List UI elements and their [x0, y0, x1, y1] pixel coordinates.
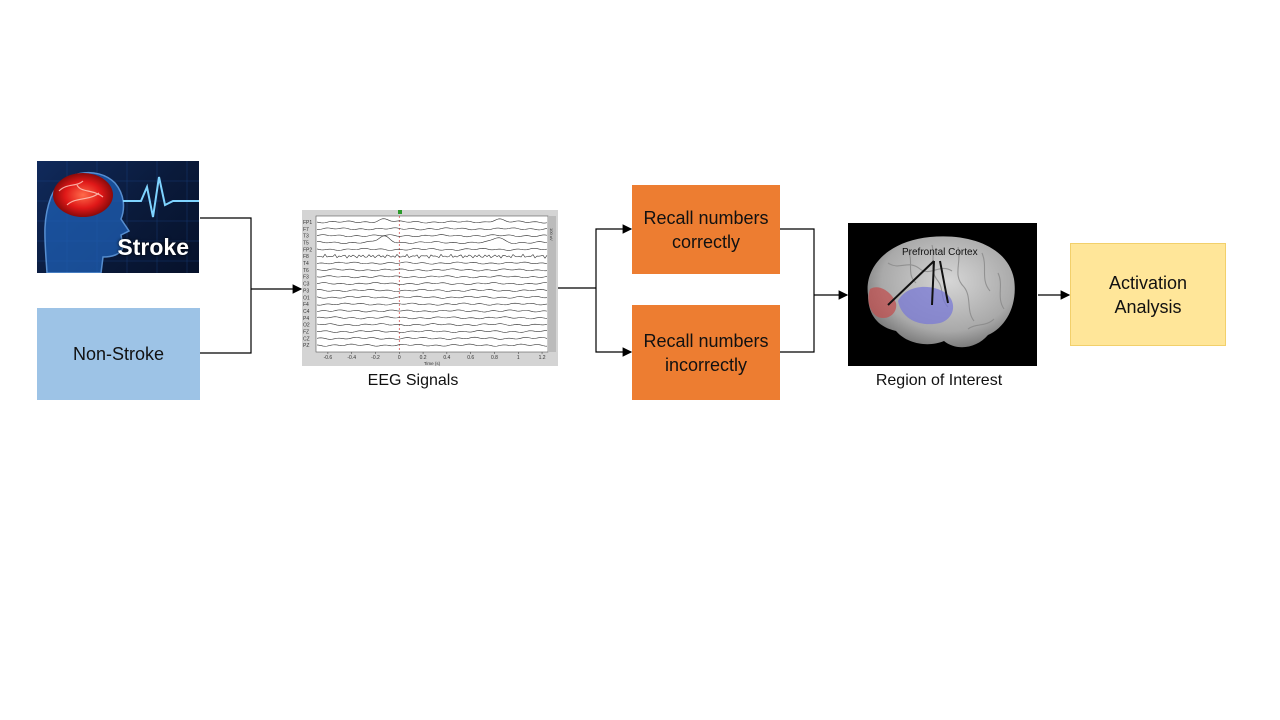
eeg-trace: [316, 253, 548, 259]
eeg-trace: [316, 235, 548, 244]
eeg-trace: [316, 247, 548, 251]
heartbeat-icon: [123, 176, 199, 218]
eeg-time-tick-label: 1: [517, 355, 520, 361]
prefrontal-cortex-label: Prefrontal Cortex: [902, 247, 978, 258]
eeg-channel-label: F3: [303, 275, 309, 281]
eeg-trace: [316, 302, 548, 306]
eeg-trace: [316, 282, 548, 285]
eeg-channel-label: P4: [303, 316, 309, 322]
dorsolateral-region: [898, 286, 954, 325]
eeg-trace: [316, 336, 548, 340]
eeg-channel-label: F7: [303, 227, 309, 233]
eeg-channel-label: FP2: [303, 247, 312, 253]
brain-icon: [53, 173, 113, 217]
eeg-trace: [316, 234, 548, 238]
eeg-channel-label: PZ: [303, 343, 309, 349]
stroke-image: Stroke: [37, 161, 199, 273]
eeg-trace: [316, 218, 548, 224]
eeg-trace: [316, 268, 548, 272]
eeg-time-tick-label: 1.2: [539, 355, 546, 361]
correct-connector: [780, 228, 815, 295]
brain-roi-image: Prefrontal Cortex: [848, 223, 1037, 366]
brain-illustration: [867, 236, 1015, 348]
stroke-illustration: [37, 161, 199, 273]
eeg-trace: [316, 309, 548, 313]
eeg-trace: [317, 227, 548, 231]
eeg-channel-label: F4: [303, 302, 309, 308]
activation-analysis-box: Activation Analysis: [1070, 243, 1226, 346]
eeg-channel-label: O1: [303, 295, 310, 301]
stroke-connector: [200, 217, 252, 289]
eeg-time-axis-label: Time (s): [424, 361, 441, 366]
activation-analysis-label: Activation Analysis: [1108, 272, 1188, 317]
eeg-time-tick-label: 0.4: [443, 355, 450, 361]
eeg-to-incorrect-arrow: [595, 288, 633, 357]
eeg-channel-label: F8: [303, 254, 309, 260]
eeg-caption: EEG Signals: [367, 372, 459, 389]
eeg-time-tick-label: -0.2: [371, 355, 380, 361]
pointer-lines: [887, 260, 949, 306]
eeg-waveforms: FP1F7T3T5FP2F8T4T6F3C3P3O1F4C4P4O2FZCZPZ…: [303, 210, 556, 366]
eeg-trace: [316, 330, 548, 333]
eeg-to-correct-arrow: [595, 224, 633, 288]
eeg-trace: [316, 289, 548, 292]
non-stroke-connector: [200, 289, 252, 354]
eeg-channel-label: T3: [303, 234, 309, 240]
roi-caption: Region of Interest: [875, 372, 1003, 389]
eeg-channel-label: C4: [303, 309, 310, 315]
eeg-channel-label: T5: [303, 241, 309, 247]
eeg-channel-label: O2: [303, 323, 310, 329]
incorrect-connector: [780, 295, 815, 353]
eeg-time-tick-label: 0.8: [491, 355, 498, 361]
eeg-trace: [316, 323, 548, 327]
eeg-time-tick-label: 0: [398, 355, 401, 361]
eeg-scale-label: 100 uV: [549, 228, 554, 241]
eeg-channel-label: T6: [303, 268, 309, 274]
recall-correct-box: Recall numbers correctly: [632, 185, 780, 274]
orbitofrontal-region: [868, 287, 897, 319]
eeg-trace: [316, 295, 548, 299]
eeg-time-tick-label: 0.6: [467, 355, 474, 361]
non-stroke-label: Non-Stroke: [72, 344, 165, 364]
eeg-time-tick-label: 0.2: [420, 355, 427, 361]
non-stroke-box: Non-Stroke: [37, 308, 200, 400]
eeg-time-tick-label: -0.4: [347, 355, 356, 361]
eeg-marker: [398, 210, 402, 214]
eeg-trace: [316, 316, 548, 320]
eeg-channel-label: T4: [303, 261, 309, 267]
recall-incorrect-label: Recall numbers incorrectly: [643, 330, 769, 375]
eeg-trace: [316, 275, 548, 279]
eeg-channel-label: CZ: [303, 336, 310, 342]
recall-incorrect-box: Recall numbers incorrectly: [632, 305, 780, 400]
eeg-time-tick-label: -0.6: [324, 355, 333, 361]
recall-correct-label: Recall numbers correctly: [643, 207, 769, 252]
eeg-channel-label: FP1: [303, 220, 312, 226]
stroke-label: Stroke: [117, 234, 189, 260]
eeg-channel-label: FZ: [303, 329, 309, 335]
eeg-channel-label: P3: [303, 288, 309, 294]
eeg-scrollbar: [548, 216, 556, 352]
eeg-channel-label: C3: [303, 282, 310, 288]
eeg-trace: [316, 343, 548, 347]
eeg-trace: [316, 261, 548, 265]
